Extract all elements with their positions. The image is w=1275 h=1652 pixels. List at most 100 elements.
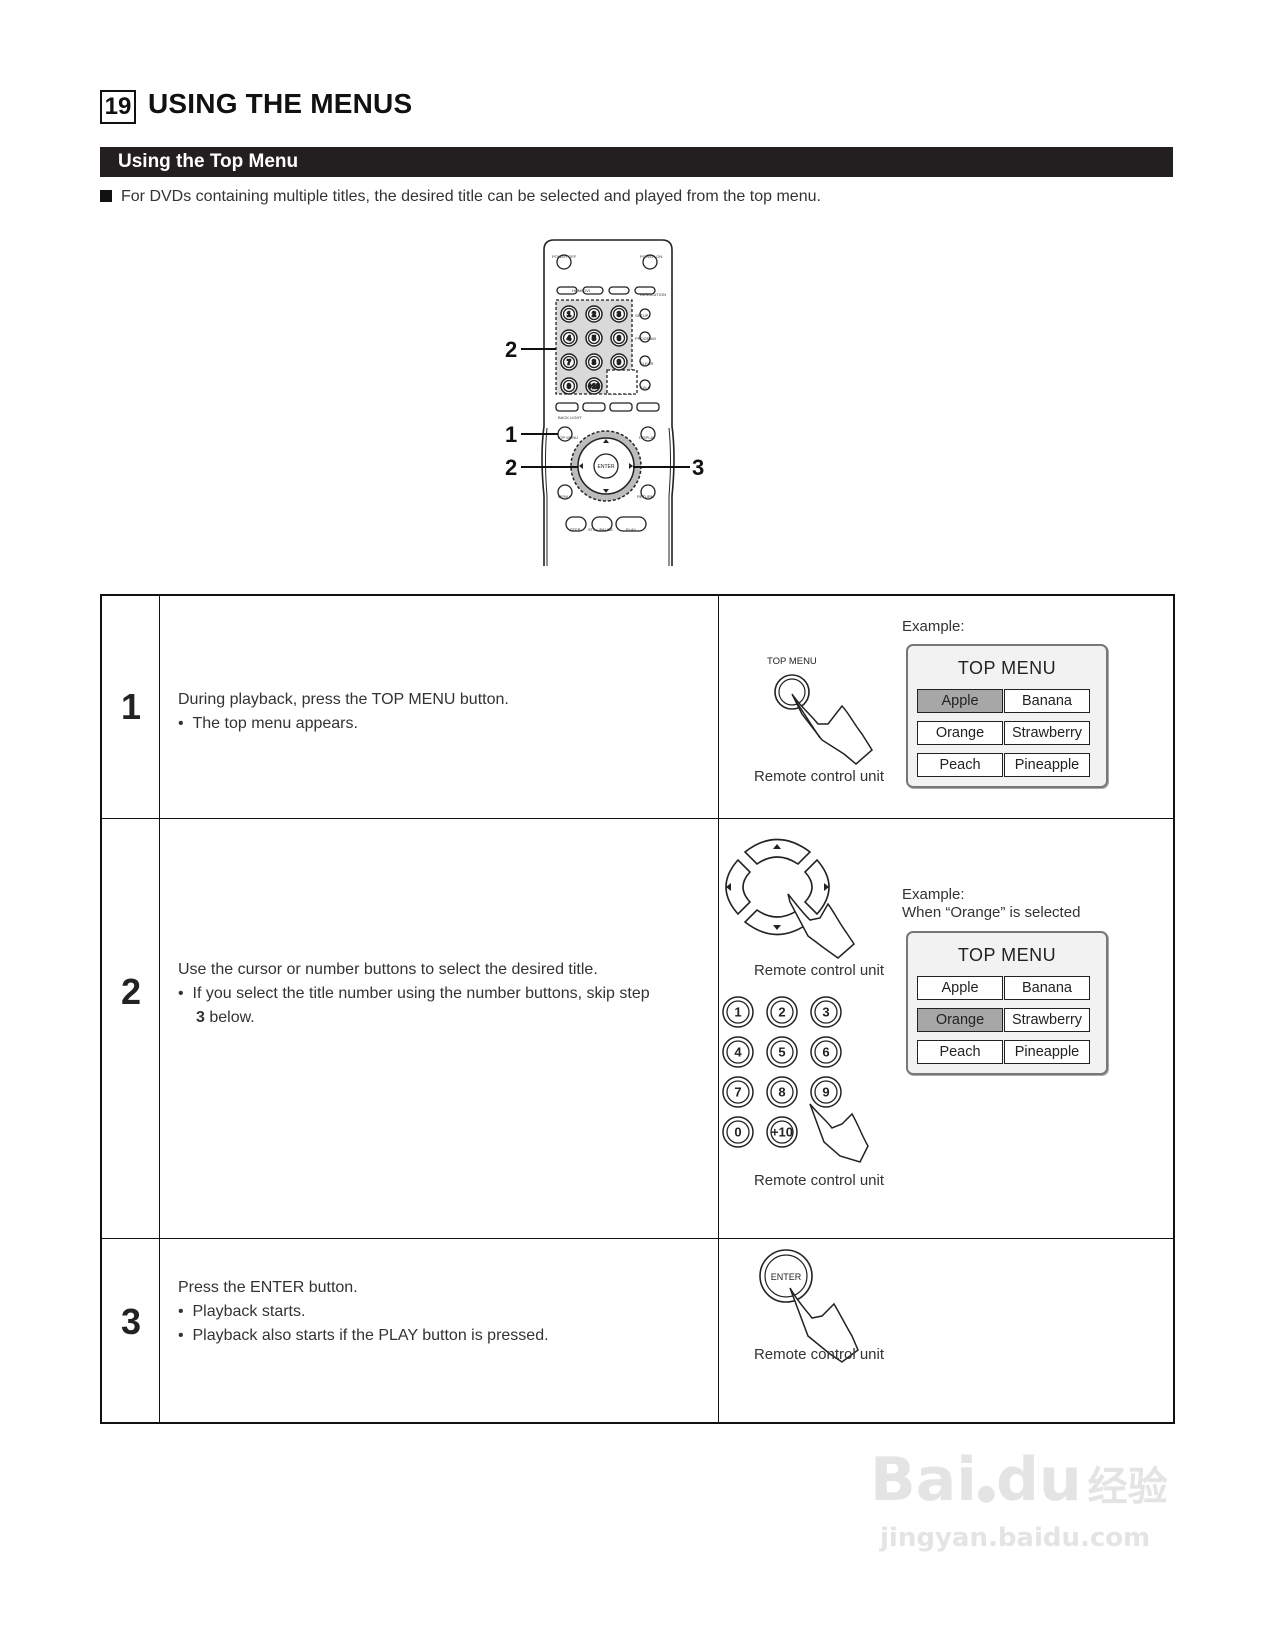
key-ring [562,331,576,345]
key-label: 8 [592,360,596,367]
key-label: 0 [734,1125,741,1140]
key-label: 8 [778,1085,785,1100]
key-ring [770,1080,794,1104]
menu-item-apple: Apple [917,689,1003,713]
menu-item-pineapple: Pineapple [1004,753,1090,777]
key-label: 0 [567,384,571,391]
remote-label-back-light: BACK LIGHT [558,415,582,420]
key-label: 3 [822,1005,829,1020]
step-2-cursor-caption: Remote control unit [753,962,885,979]
step-2-bullet: • If you select the title number using t… [178,985,650,1026]
enter-button-illustration: ENTER [759,1249,859,1363]
step-1-bullet-text: The top menu appears. [192,715,358,732]
pointing-hand-icon [791,693,873,765]
top-menu-title: TOP MENU [957,658,1057,678]
step-1-example-label: Example: [902,618,965,635]
key-ring [814,1080,838,1104]
illustration-enter-label: ENTER [771,1272,802,1282]
remote-label-resolution: RESOLUTION [640,292,666,297]
remote-label-enter: ENTER [598,464,615,470]
key-ring [770,1120,794,1144]
step-2-instruction: Use the cursor or number buttons to sele… [178,961,598,978]
step-2-example-sublabel: When “Orange” is selected [902,904,1081,921]
pointing-hand-icon [787,893,855,959]
subsection-title: Using the Top Menu [118,151,299,172]
step-2-bullet-text: If you select the title number using the… [192,985,650,1002]
menu-item-peach: Peach [917,753,1003,777]
cursor-keys-illustration [725,838,855,959]
callout-2-number-keys: 2 [505,337,517,362]
key-ring [814,1000,838,1024]
step-3-instruction: Press the ENTER button. [178,1279,358,1296]
menu-item-peach: Peach [917,1040,1003,1064]
top-menu-example-1: TOP MENU Apple Banana Orange Strawberry … [906,644,1108,788]
step-1-number: 1 [120,686,142,727]
key-ring [726,1000,750,1024]
key-label: 9 [822,1085,829,1100]
steps-table: 1 During playback, press the TOP MENU bu… [100,594,1175,1424]
pointing-hand-icon [789,1287,859,1363]
step-1-instruction: During playback, press the TOP MENU butt… [178,691,509,708]
menu-item-apple: Apple [917,976,1003,1000]
key-ring [726,1080,750,1104]
step-1-bullet: • The top menu appears. [178,715,358,732]
remote-label-step: STEP [570,527,581,532]
step-3-bullet-2: • Playback also starts if the PLAY butto… [178,1327,549,1344]
top-menu-example-2: TOP MENU Apple Banana Orange Strawberry … [906,931,1108,1075]
remote-label-call: CALL [640,385,651,390]
key-label: 5 [592,336,596,343]
key-label: 6 [617,336,621,343]
key-label: 4 [734,1045,742,1060]
key-label: 5 [778,1045,785,1060]
remote-label-setup: SETUP [635,313,649,318]
section-title: USING THE MENUS [148,88,413,119]
step-3-bullet-1-text: Playback starts. [192,1303,306,1320]
key-ring [814,1040,838,1064]
remote-label-clear: CLEAR [640,361,653,366]
remote-power-off-button [556,254,572,270]
key-label: +10 [588,384,600,391]
key-ring [726,1120,750,1144]
remote-label-top-menu: TOP MENU [557,435,578,440]
remote-enter-button [593,453,619,479]
bullet-square-icon [100,190,112,202]
key-label: 7 [567,360,571,367]
remote-label-display: DISPLAY [639,435,656,440]
step-2-example-label: Example: When “Orange” is selected [902,886,1080,922]
key-ring [587,355,601,369]
watermark-brand: Bai [870,1445,977,1515]
illustration-top-menu-label: TOP MENU [767,656,817,667]
callout-3-enter: 3 [692,455,704,480]
key-label: 2 [592,312,596,319]
row-divider [102,1238,1173,1239]
column-divider [718,596,719,1422]
row-divider [102,818,1173,819]
remote-label-hdmi: HDMI/DVI [572,288,590,293]
remote-label-program: PROGRAM [635,336,656,341]
remote-label-power-on: POWER ON [640,254,662,259]
key-label: 1 [567,312,571,319]
remote-control-diagram: POWER OFF POWER ON HDMI/DVI RESOLUTION S… [505,239,704,566]
remote-label-return: RETURN [637,494,654,499]
step-3-bullet-2-text: Playback also starts if the PLAY button … [192,1327,549,1344]
watermark-brand2: du [996,1445,1082,1515]
key-ring [587,307,601,321]
intro-sentence: For DVDs containing multiple titles, the… [121,188,821,205]
step-2-numbers-caption: Remote control unit [753,1172,885,1189]
step-2-example-title: Example: [902,886,965,903]
key-label: 4 [567,336,571,343]
key-ring [770,1000,794,1024]
step-1-text: During playback, press the TOP MENU butt… [178,688,698,736]
step-1-caption: Remote control unit [753,768,885,785]
key-ring [562,307,576,321]
callout-2-cursor: 2 [505,455,517,480]
key-ring [726,1040,750,1064]
menu-item-orange: Orange [917,1008,1003,1032]
key-label: 6 [822,1045,829,1060]
callout-1-top-menu: 1 [505,422,517,447]
paw-icon: ● [976,1481,996,1506]
column-divider [159,596,160,1422]
